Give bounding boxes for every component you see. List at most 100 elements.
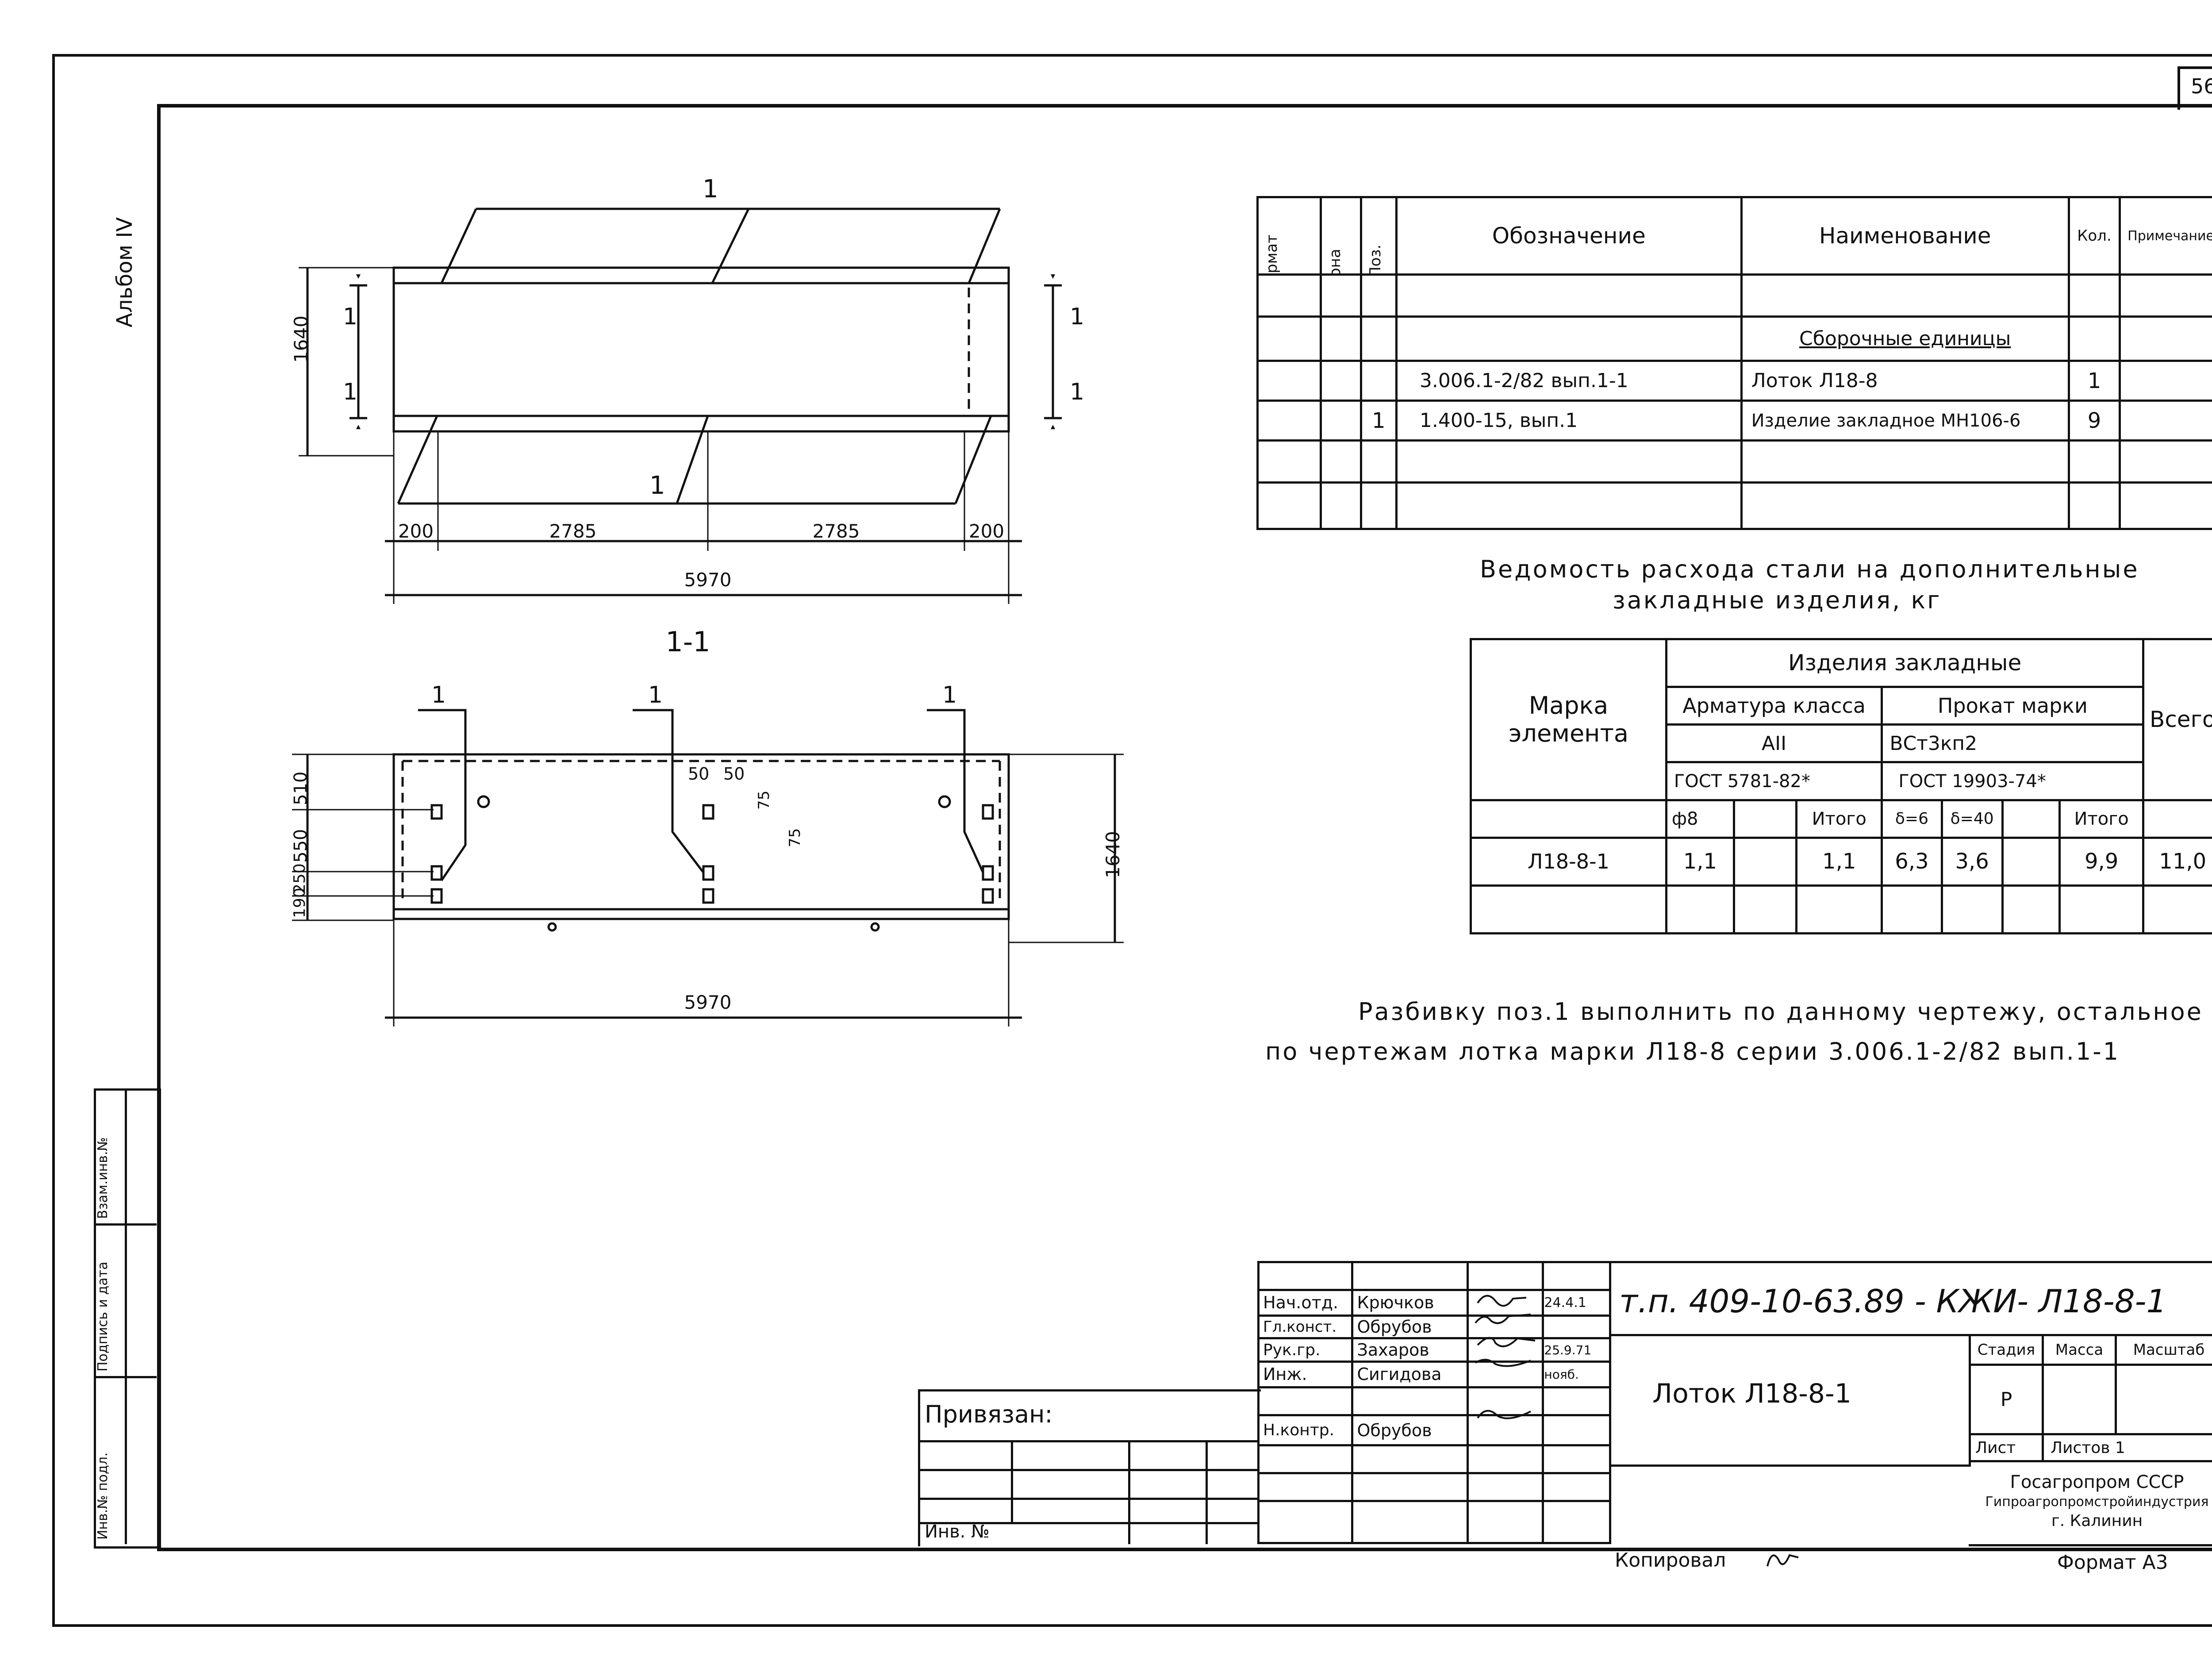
- spec-pos: 1: [1359, 400, 1398, 442]
- org-line: г. Калинин: [2051, 1512, 2143, 1530]
- side-stamp-divider: [94, 1376, 157, 1378]
- binding-divider: [918, 1522, 1259, 1524]
- copied-label: Копировал: [1615, 1549, 1726, 1572]
- org-line: Гипроагропромстройиндустрия: [1985, 1494, 2209, 1510]
- drawing-code: т.п. 409-10-63.89 - КЖИ- Л18-8-1: [1619, 1283, 2167, 1320]
- side-stamp-label: Инв.№ подл.: [95, 1452, 111, 1540]
- spec-row: 1 1.400-15, вып.1 Изделие закладное МН10…: [1256, 400, 2212, 442]
- steel-mark-header: Марка элемента: [1470, 638, 1667, 801]
- section-title: 1-1: [665, 626, 710, 658]
- leader-line: [418, 709, 467, 881]
- steel-rolled-gost: ГОСТ 19903-74*: [1881, 761, 2145, 801]
- mass-header: Масса: [2042, 1334, 2117, 1366]
- org-box: [1969, 1462, 2212, 1546]
- plan-callout: 1: [703, 175, 718, 204]
- embed-plate: [702, 888, 714, 904]
- embed-left: [430, 795, 490, 904]
- sheet-number-box: [2177, 66, 2212, 110]
- role-date: 25.9.71: [1542, 1337, 1611, 1363]
- leader-line: [397, 415, 438, 504]
- note-line: по чертежам лотка марки Л18-8 серии 3.00…: [1265, 1038, 2120, 1065]
- spec-header: Кол.: [2067, 196, 2121, 276]
- binding-block: [918, 1389, 1261, 1546]
- section-mark-label: 1: [1070, 379, 1085, 405]
- role-name: Обрубов: [1351, 1414, 1469, 1447]
- binding-divider: [918, 1498, 1259, 1500]
- arrow: [1051, 425, 1055, 429]
- section-hole-dim: 75: [786, 828, 804, 847]
- steel-value: [2001, 836, 2061, 887]
- section-left-dim: 190: [291, 888, 309, 918]
- tray-section-outline: [392, 753, 1010, 920]
- plan-dim: 200: [398, 520, 434, 542]
- spec-header: Зона: [1326, 249, 1344, 275]
- inner-frame: [157, 104, 2212, 1551]
- role-title: Рук.гр.: [1257, 1337, 1354, 1363]
- role-title: [1257, 1386, 1354, 1416]
- embed-plate: [702, 804, 714, 820]
- sheet-label: Лист: [1969, 1433, 2044, 1462]
- spec-qty: 9: [2067, 400, 2121, 442]
- leader-line: [676, 415, 709, 504]
- steel-subheader: [2001, 799, 2061, 839]
- role-date: нояб.: [1542, 1360, 1611, 1388]
- binding-divider: [918, 1469, 1259, 1471]
- spec-table: Формат Зона Поз. Обозначение Наименовани…: [1256, 196, 2212, 530]
- steel-row: Л18-8-1 1,1 1,1 6,3 3,6 9,9 11,0: [1470, 836, 2212, 887]
- role-title: Нач.отд.: [1257, 1289, 1354, 1317]
- side-stamp: [94, 1088, 161, 1549]
- plan-dim: 2785: [812, 520, 860, 542]
- support-node: [547, 922, 557, 932]
- spec-header: Обозначение: [1395, 196, 1743, 276]
- section-callout: 1: [942, 682, 957, 708]
- spec-designation: 1.400-15, вып.1: [1395, 400, 1743, 442]
- steel-rolled-header: Прокат марки: [1881, 685, 2145, 726]
- steel-value: 3,6: [1940, 836, 2004, 887]
- leader-line: [954, 415, 992, 504]
- spec-designation: 3.006.1-2/82 вып.1-1: [1395, 360, 1743, 402]
- role-name: Крючков: [1351, 1289, 1469, 1317]
- role-date: [1542, 1414, 1611, 1447]
- spec-name: Изделие закладное МН106-6: [1740, 400, 2070, 442]
- binding-inv-label: Инв. №: [925, 1522, 990, 1542]
- spec-header: Примечание: [2119, 196, 2212, 276]
- section-left-dim: 550: [291, 829, 311, 863]
- role-title: Инж.: [1257, 1360, 1354, 1388]
- spec-header: Наименование: [1740, 196, 2070, 276]
- lifting-hole: [477, 795, 490, 808]
- section-hole-dim: 50: [688, 764, 710, 784]
- steel-value: 6,3: [1881, 836, 1943, 887]
- role-row: Гл.конст.Обрубов: [1257, 1314, 1611, 1340]
- role-name: [1351, 1386, 1469, 1416]
- arrow: [356, 274, 361, 279]
- spec-row: 3.006.1-2/82 вып.1-1 Лоток Л18-8 1: [1256, 360, 2212, 402]
- section-callout: 1: [431, 682, 446, 708]
- leader-line: [968, 208, 1001, 284]
- steel-subheader: [1732, 799, 1798, 839]
- scale-header: Масштаб: [2115, 1334, 2212, 1366]
- sheet-number: 56: [2191, 74, 2212, 98]
- leader-line: [711, 208, 750, 284]
- arrow: [356, 425, 361, 429]
- binding-divider: [1206, 1440, 1208, 1544]
- leader-line: [440, 208, 477, 284]
- steel-value: [1732, 836, 1798, 887]
- embed-plate: [702, 865, 714, 881]
- section-drawing: [292, 709, 1124, 1026]
- plan-callout: 1: [649, 471, 665, 500]
- steel-rebar-header: Арматура класса: [1665, 685, 1883, 726]
- org-line: Госагропром СССР: [2010, 1472, 2184, 1492]
- spec-header: Формат: [1263, 234, 1281, 275]
- section-overall-dim: 5970: [684, 992, 732, 1013]
- title-code-box: [1610, 1261, 2212, 1336]
- steel-rebar-gost: ГОСТ 5781-82*: [1665, 761, 1883, 801]
- copier-signature: [1767, 1554, 1799, 1567]
- steel-rolled-grade: ВСт3кп2: [1881, 723, 2145, 764]
- spec-qty: 1: [2067, 360, 2121, 402]
- steel-group-header: Изделия закладные: [1665, 638, 2145, 688]
- section-left-dim: 510: [291, 771, 311, 805]
- steel-table: Марка элемента Изделия закладные Всего А…: [1470, 638, 2212, 935]
- tray-plan-outline: [392, 266, 1010, 433]
- spec-name: Лоток Л18-8: [1740, 360, 2070, 402]
